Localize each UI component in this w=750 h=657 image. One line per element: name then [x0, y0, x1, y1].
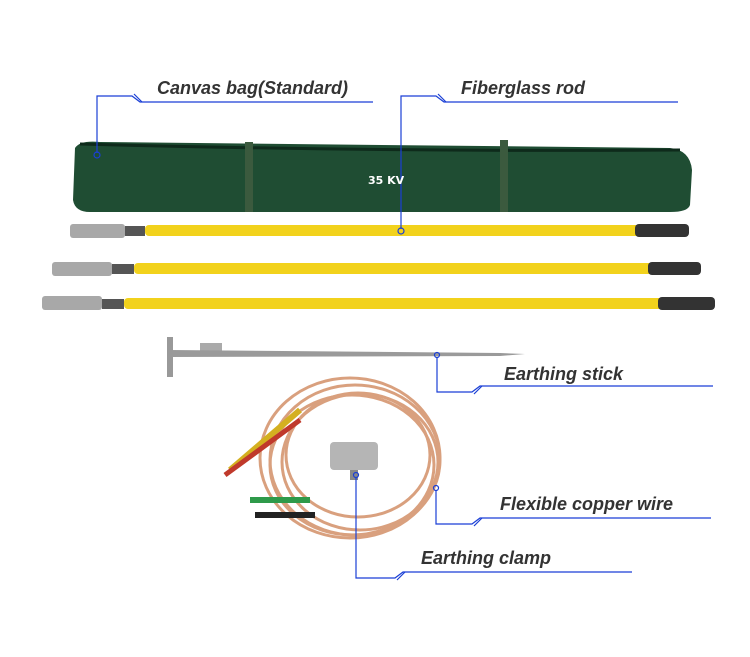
rod: [42, 296, 715, 310]
copper-wire: [223, 376, 442, 540]
fiberglass-rods: [42, 224, 715, 310]
label-earthing-clamp: Earthing clamp: [421, 548, 552, 568]
rod: [70, 224, 689, 238]
label-canvas-bag: Canvas bag(Standard): [157, 78, 349, 98]
earthing-stick: [167, 337, 525, 377]
label-earthing-stick: Earthing stick: [504, 364, 624, 384]
canvas-bag: [73, 140, 692, 212]
callout-lines: [93, 93, 713, 581]
label-flexible-copper-wire: Flexible copper wire: [500, 494, 674, 514]
bag-voltage-print: 35 KV: [368, 174, 405, 187]
rod: [52, 262, 701, 276]
label-fiberglass-rod: Fiberglass rod: [461, 78, 586, 98]
